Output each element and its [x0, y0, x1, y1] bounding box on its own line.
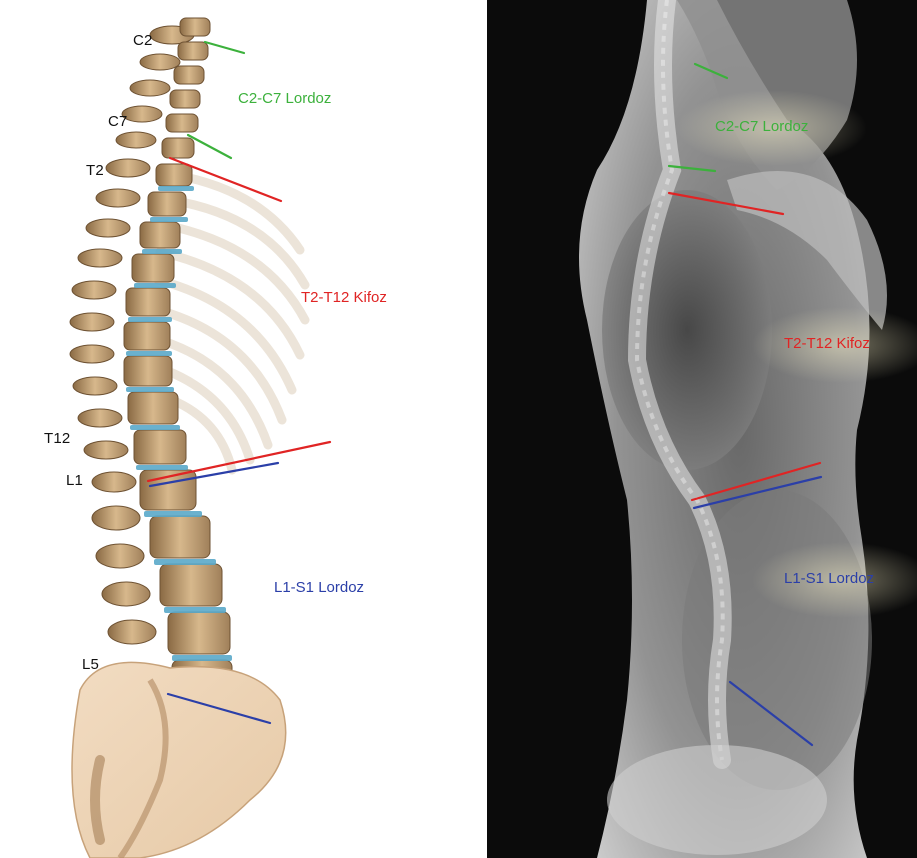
left-lumbar-lordosis-label: L1-S1 Lordoz	[274, 579, 364, 596]
left-thoracic-kyphosis-label: T2-T12 Kifoz	[301, 289, 387, 306]
right-lumbar-lordosis-label: L1-S1 Lordoz	[784, 570, 874, 587]
label-c7: C7	[108, 113, 128, 130]
left-cervical-lordosis-label: C2-C7 Lordoz	[238, 90, 331, 107]
spine-illustration	[0, 0, 487, 858]
lateral-xray-image	[487, 0, 917, 858]
pelvis	[72, 662, 286, 858]
right-cervical-lordosis-label: C2-C7 Lordoz	[715, 118, 808, 135]
right-thoracic-kyphosis-label: T2-T12 Kifoz	[784, 335, 870, 352]
label-l5: L5	[82, 656, 99, 673]
label-t12: T12	[44, 430, 70, 447]
label-l1: L1	[66, 472, 83, 489]
label-c2: C2	[133, 32, 153, 49]
label-t2: T2	[86, 162, 104, 179]
xray-panel: C2-C7 Lordoz T2-T12 Kifoz L1-S1 Lordoz	[487, 0, 917, 858]
anatomy-illustration-panel: C2 C7 T2 T12 L1 L5 C2-C7 Lordoz T2-T12 K…	[0, 0, 487, 858]
c2-endplate-line	[205, 42, 244, 53]
